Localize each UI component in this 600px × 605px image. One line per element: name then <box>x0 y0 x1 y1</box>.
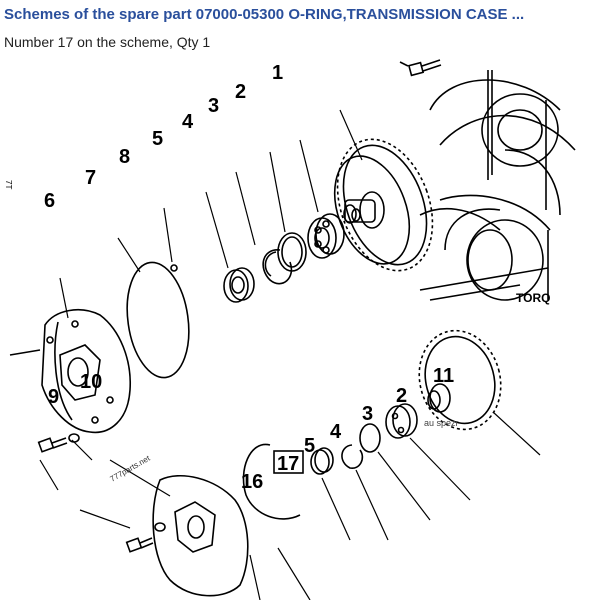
o-ring-part-6 <box>126 261 190 379</box>
bolt-left-upper <box>37 433 80 453</box>
watermark-bottom: au spezr <box>424 418 459 428</box>
page-title-link[interactable]: Schemes of the spare part 07000-05300 O-… <box>4 6 525 23</box>
snap-ring-part-4-bottom <box>341 444 364 469</box>
o-ring-part-16 <box>242 443 301 520</box>
callout-5b: 5 <box>304 435 315 457</box>
bearing-part-2-bottom <box>385 403 418 439</box>
gear-part-11 <box>418 329 502 431</box>
callout-labels: 1 2 3 4 5 6 7 8 9 10 11 2 3 4 5 16 <box>44 62 454 493</box>
bearing-part-2-top <box>307 213 345 259</box>
cover-part-9 <box>9 309 131 434</box>
callout-10: 10 <box>80 371 102 393</box>
seal-part-5-top <box>223 267 255 303</box>
callout-4b: 4 <box>330 421 342 443</box>
callout-3: 3 <box>208 95 219 117</box>
bolt-left-lower <box>125 522 166 553</box>
gear-part-1 <box>333 138 434 272</box>
parts-scheme-diagram: 1 2 3 4 5 6 7 8 9 10 11 2 3 4 5 16 17 TO… <box>0 56 600 601</box>
watermark-site: 777parts.net <box>109 453 153 483</box>
snap-ring-part-4-top <box>262 249 293 285</box>
callout-8: 8 <box>119 146 130 168</box>
seal-part-5-bottom <box>310 447 334 475</box>
leader-lines <box>39 109 541 601</box>
transmission-housing-top <box>419 70 576 301</box>
callout-2b: 2 <box>396 385 407 407</box>
callout-2: 2 <box>235 81 246 103</box>
callout-6: 6 <box>44 190 55 212</box>
callout-7: 7 <box>85 167 96 189</box>
callout-5: 5 <box>152 128 163 150</box>
part-position-info: Number 17 on the scheme, Qty 1 <box>4 34 211 50</box>
callout-16: 16 <box>241 471 263 493</box>
snap-ring-part-3-top <box>277 232 307 272</box>
snap-ring-part-3-bottom <box>359 423 381 453</box>
callout-3b: 3 <box>362 403 373 425</box>
bolt-top <box>399 59 442 77</box>
cover-bottom <box>152 474 249 597</box>
side-label-torq: TORQ <box>516 291 550 305</box>
callout-11: 11 <box>433 365 454 387</box>
callout-4: 4 <box>182 111 194 133</box>
pin-part-7 <box>170 264 178 272</box>
callout-17-highlighted[interactable]: 17 <box>273 450 304 475</box>
side-stub-label: 7T <box>4 180 13 189</box>
callout-17-text: 17 <box>277 453 299 475</box>
callout-9: 9 <box>48 386 59 408</box>
callout-1: 1 <box>272 62 283 84</box>
